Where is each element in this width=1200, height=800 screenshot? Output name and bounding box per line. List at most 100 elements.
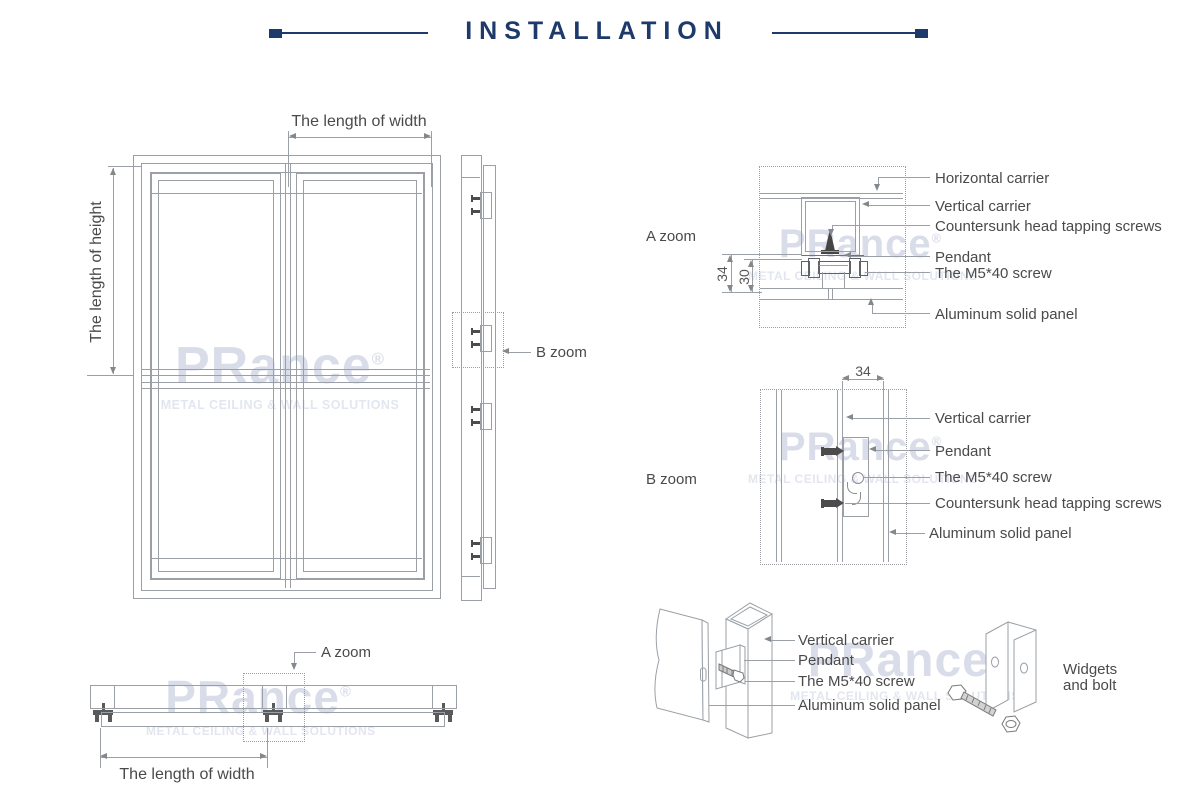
mid-rail-line xyxy=(142,382,430,383)
leader-line xyxy=(853,418,930,419)
leader-arrow xyxy=(869,446,876,452)
leader-arrow xyxy=(846,414,853,420)
tapping-screw-icon xyxy=(821,447,824,456)
leader-line xyxy=(863,477,930,478)
screw-icon xyxy=(473,197,482,200)
screw-icon xyxy=(471,553,473,560)
screw-icon xyxy=(473,542,482,545)
title-rule-right xyxy=(772,32,915,34)
extension-line xyxy=(288,131,289,187)
leader-arrow xyxy=(868,298,874,305)
dimension-arrow xyxy=(260,753,267,759)
dimension-line xyxy=(113,168,114,374)
bolt-icon xyxy=(278,715,282,722)
leader-line xyxy=(872,305,873,313)
bolt-end-cap xyxy=(801,261,810,276)
leader-line xyxy=(709,705,795,706)
bolt-icon xyxy=(448,715,452,722)
title-rule-end-square xyxy=(915,29,928,38)
screw-icon xyxy=(473,555,482,558)
aluminum-panel-line xyxy=(760,288,903,289)
label-aluminum-panel: Aluminum solid panel xyxy=(935,306,1078,323)
dimension-line xyxy=(731,255,732,292)
label-aluminum-panel: Aluminum solid panel xyxy=(798,697,941,714)
tapping-screw-tip xyxy=(836,498,844,508)
bottom-rail-line xyxy=(151,558,422,559)
panel-right xyxy=(296,173,424,579)
extension-line xyxy=(883,381,884,390)
m5-bolt-body xyxy=(818,261,851,274)
tapping-screw-icon xyxy=(825,229,835,251)
a-zoom-callout-label: A zoom xyxy=(321,644,372,661)
beam-center-block xyxy=(262,685,287,709)
leader-line xyxy=(294,652,295,664)
b-zoom-callout-label: B zoom xyxy=(536,344,587,361)
screw-icon xyxy=(471,406,473,413)
leader-arrow xyxy=(889,529,896,535)
screw-icon xyxy=(473,343,482,346)
extension-line xyxy=(431,131,432,187)
dimension-arrow xyxy=(110,168,116,175)
label-vertical-carrier: Vertical carrier xyxy=(935,410,1031,427)
panel-right-inner xyxy=(303,180,417,572)
leader-arrow xyxy=(844,252,851,258)
leader-arrow xyxy=(502,348,509,354)
vertical-carrier-line xyxy=(842,390,843,562)
screw-icon xyxy=(471,195,473,202)
mid-rail-line xyxy=(142,388,430,389)
pendant-block xyxy=(808,258,820,278)
label-m5-screw: The M5*40 screw xyxy=(935,469,1052,486)
widget-bracket-plate xyxy=(1013,629,1037,713)
bolt-end-cap xyxy=(859,261,868,276)
panel-joint-line xyxy=(828,288,829,299)
side-bar-right xyxy=(483,165,496,589)
registered-mark: ® xyxy=(339,684,352,701)
beam-end-block xyxy=(432,685,457,709)
screw-icon xyxy=(471,208,473,215)
mid-rail-line xyxy=(142,375,430,376)
detail-a-title: A zoom xyxy=(646,228,697,245)
pendant-bracket xyxy=(480,537,492,564)
dimension-line xyxy=(842,379,884,380)
leader-line xyxy=(294,652,316,653)
dimension-line xyxy=(289,137,431,138)
prance-watermark: PRance® METAL CEILING & WALL SOLUTIONS xyxy=(160,340,400,412)
screw-icon xyxy=(473,210,482,213)
extension-line xyxy=(722,292,762,293)
panel-slot xyxy=(700,667,707,682)
widget-hole xyxy=(991,656,999,668)
leader-arrow xyxy=(874,184,880,191)
registered-mark: ® xyxy=(931,230,943,246)
widget-bracket-fold xyxy=(1007,621,1037,631)
panel-line xyxy=(781,390,782,562)
top-rail-line xyxy=(151,193,422,194)
mullion-line xyxy=(290,164,291,588)
leader-arrow xyxy=(862,201,869,207)
pendant-leg-line xyxy=(844,272,845,288)
leader-line xyxy=(869,205,930,206)
leader-line xyxy=(878,177,930,178)
beam-end-block xyxy=(90,685,115,709)
dimension-line xyxy=(752,260,753,292)
dimension-arrow xyxy=(424,133,431,139)
label-widgets-line1: Widgets xyxy=(1063,661,1118,678)
dim-34-label: 34 xyxy=(714,266,730,282)
frame-outer xyxy=(133,155,441,599)
a-zoom-callout-box xyxy=(243,673,305,742)
title-rule-end-square xyxy=(269,29,282,38)
panel-line xyxy=(883,390,884,562)
leader-line xyxy=(876,450,930,451)
screw-icon xyxy=(473,408,482,411)
widget-bracket-plate xyxy=(985,621,1009,713)
dim-30-label: 30 xyxy=(736,269,752,285)
dimension-arrow xyxy=(100,753,107,759)
leader-arrow xyxy=(291,663,297,670)
aluminum-panel-3d xyxy=(654,608,704,721)
dimension-arrow xyxy=(748,285,754,292)
bolt-icon xyxy=(108,715,112,722)
m5-screw-nut xyxy=(732,669,745,683)
pendant-leg-line xyxy=(822,272,823,288)
width-dimension-label: The length of width xyxy=(119,766,255,783)
prance-logo-text: PRance xyxy=(174,337,372,395)
